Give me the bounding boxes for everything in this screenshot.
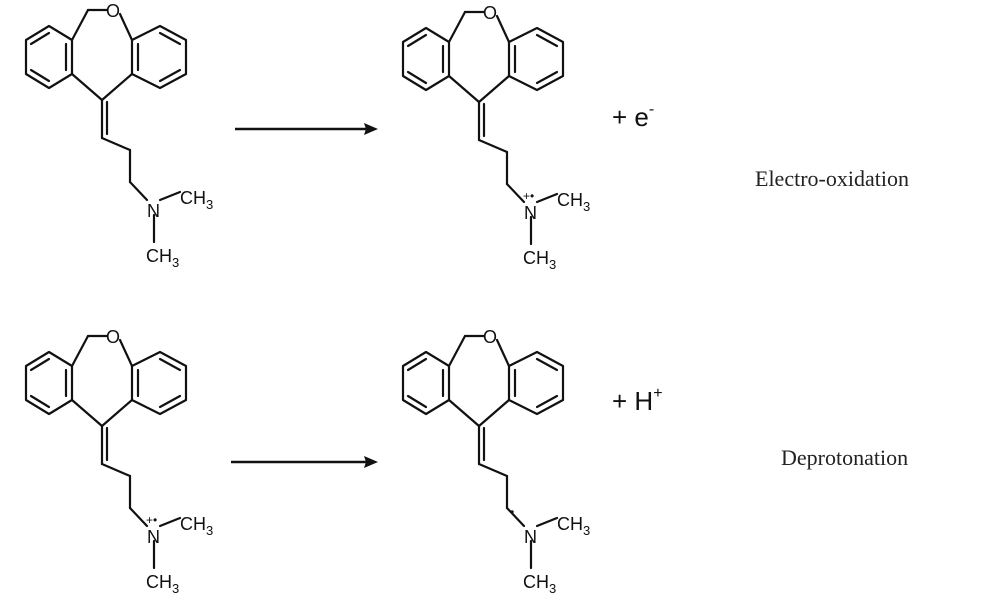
reaction-arrow-2 — [231, 456, 378, 468]
carbon-radical-dot: • — [510, 505, 514, 519]
methyl-label-upper: CH3 — [180, 514, 213, 538]
product-molecule-2: O • N CH3 CH3 — [401, 327, 590, 596]
oxygen-label: O — [483, 327, 497, 347]
radical-cation-charge: +• — [146, 513, 157, 527]
byproduct-electron: + e- — [612, 101, 654, 132]
methyl-label-upper: CH3 — [180, 188, 213, 212]
right-benzene-ring — [507, 26, 565, 92]
nitrogen-label: N — [524, 203, 537, 223]
reaction-arrow-1 — [235, 123, 378, 135]
nitrogen-label: N — [147, 527, 160, 547]
reactant-molecule-2: O N +• CH3 CH3 — [24, 327, 213, 596]
methyl-label-lower: CH3 — [146, 572, 179, 596]
right-benzene-ring — [130, 24, 188, 90]
oxygen-label: O — [483, 3, 497, 23]
nitrogen-label: N — [147, 201, 160, 221]
methyl-label-upper: CH3 — [557, 514, 590, 538]
methyl-label-upper: CH3 — [557, 190, 590, 214]
methyl-label-lower: CH3 — [523, 248, 556, 272]
step-label-deprotonation: Deprotonation — [781, 445, 908, 470]
radical-cation-charge: +• — [523, 189, 534, 203]
methyl-label-lower: CH3 — [523, 572, 556, 596]
oxygen-label: O — [106, 327, 120, 347]
nitrogen-label: N — [524, 527, 537, 547]
right-benzene-ring — [507, 350, 565, 416]
methyl-label-lower: CH3 — [146, 246, 179, 270]
product-molecule-1: O N +• CH3 CH3 — [401, 3, 590, 272]
step-label-electro-oxidation: Electro-oxidation — [755, 166, 909, 191]
oxygen-label: O — [106, 1, 120, 21]
reactant-molecule-1: O N CH3 CH3 — [24, 1, 213, 270]
right-benzene-ring — [130, 350, 188, 416]
byproduct-proton: + H+ — [612, 385, 663, 416]
